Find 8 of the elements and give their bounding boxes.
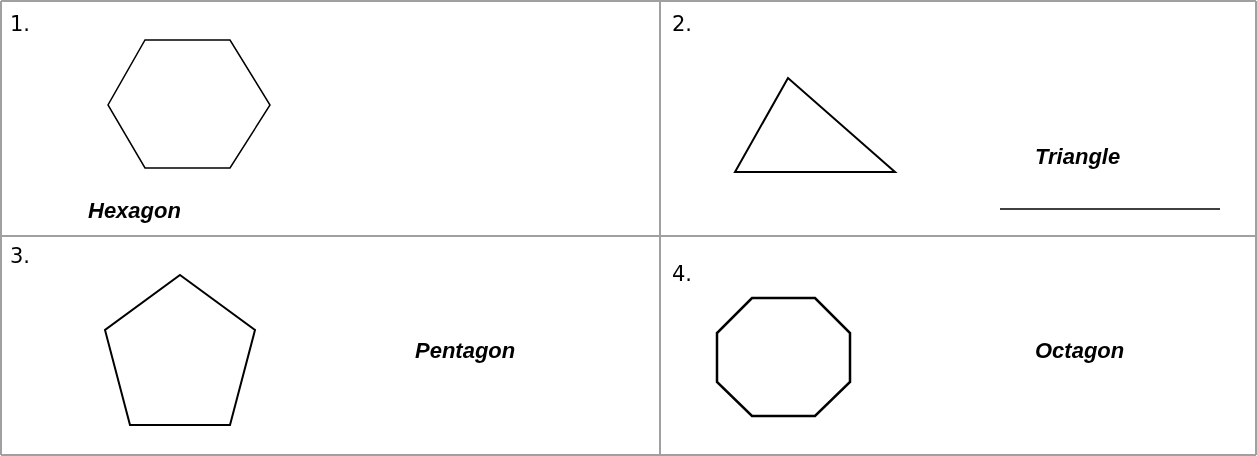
- item-number: 1.: [10, 12, 31, 36]
- shape-name: Octagon: [1035, 338, 1125, 364]
- item-number: 2.: [672, 12, 693, 36]
- item-number: 3.: [10, 244, 31, 268]
- item-number: 4.: [672, 262, 693, 286]
- shape-name: Triangle: [1035, 144, 1121, 170]
- shape-name: Pentagon: [415, 338, 516, 364]
- shape-name: Hexagon: [88, 198, 181, 224]
